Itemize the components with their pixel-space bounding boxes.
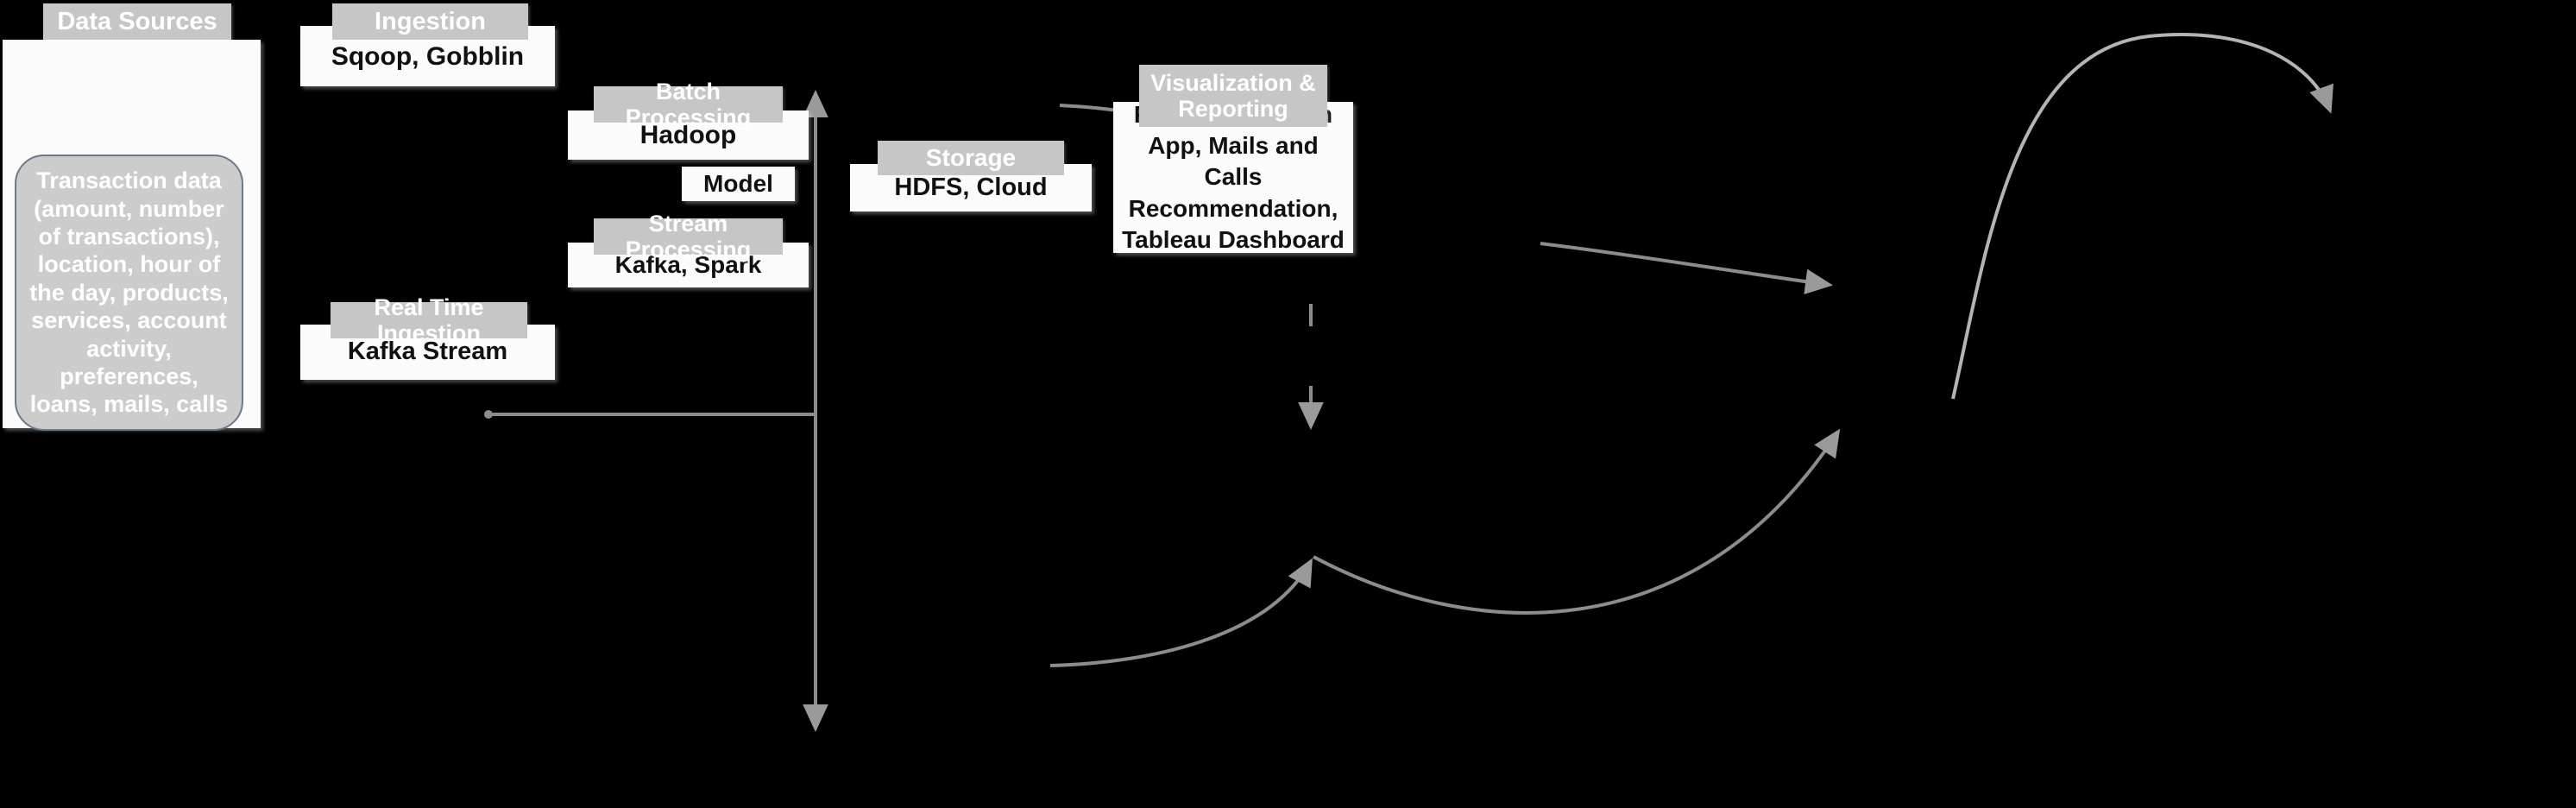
edge-realtime-to-stream [1049, 558, 1313, 667]
edge-batch-to-storage [1540, 242, 1833, 294]
node-header-data-sources[interactable]: Data Sources [43, 3, 231, 40]
edge-source-dot [484, 410, 493, 419]
node-header-real-time-ingestion[interactable]: Real Time Ingestion [331, 294, 527, 346]
ingestion-tools: Sqoop, Gobblin [331, 41, 525, 71]
edge-storage-to-visualization [1951, 33, 2334, 400]
transaction-data-box[interactable]: Transaction data (amount, number of tran… [15, 155, 243, 431]
node-header-stream-processing[interactable]: Stream Processing [594, 211, 783, 262]
node-header-storage[interactable]: Storage [878, 141, 1064, 175]
edge-stream-to-storage [1313, 428, 1841, 615]
node-header-batch-processing[interactable]: Batch Processing [594, 79, 783, 130]
node-header-visualization-reporting[interactable]: Visualization & Reporting [1139, 65, 1327, 127]
model-label: Model [703, 169, 773, 197]
node-header-ingestion[interactable]: Ingestion [332, 3, 528, 40]
stream-processing-tools: Kafka, Spark [614, 250, 762, 278]
batch-processing-tools: Hadoop [639, 121, 737, 149]
node-body-model[interactable]: Model [682, 167, 795, 201]
real-time-ingestion-tools: Kafka Stream [347, 338, 508, 366]
storage-tools: HDFS, Cloud [894, 173, 1048, 201]
